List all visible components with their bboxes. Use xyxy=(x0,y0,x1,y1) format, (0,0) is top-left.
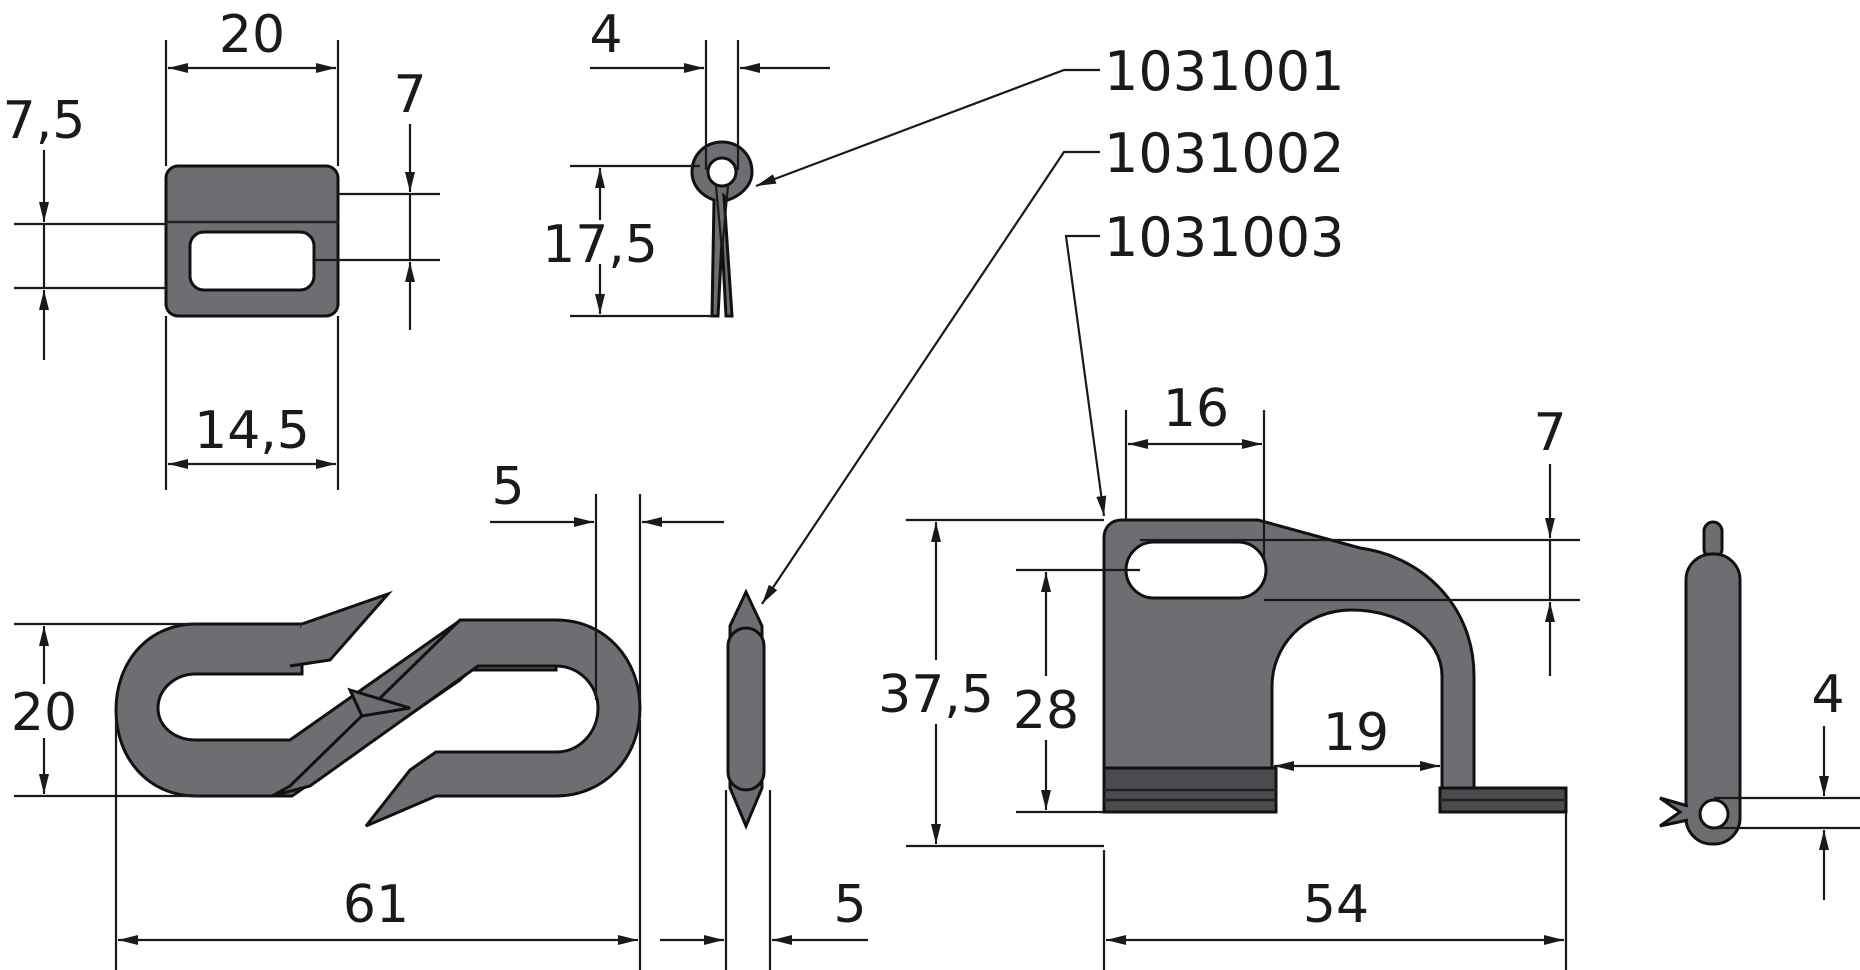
bracket-height-label: 37,5 xyxy=(878,665,994,725)
clip-height-label: 17,5 xyxy=(542,215,658,275)
pin-part xyxy=(726,588,766,830)
hook-height-label: 20 xyxy=(11,683,77,743)
side-pin-dimensions: 4 xyxy=(1714,665,1860,900)
loop-dimensions: 20 7,5 7 14,5 xyxy=(3,5,440,490)
loop-slot-label: 7 xyxy=(393,65,426,125)
bracket-dimensions: 16 7 37,5 28 19 54 xyxy=(878,379,1580,970)
loop-height-label: 7,5 xyxy=(3,91,86,151)
bracket-slot-height-label: 7 xyxy=(1533,403,1566,463)
hook-length-label: 61 xyxy=(343,875,409,935)
pin-width-label: 5 xyxy=(833,875,866,935)
bracket-slot-width-label: 16 xyxy=(1163,379,1229,439)
pin-dimensions: 5 xyxy=(660,790,868,970)
loop-width-label: 20 xyxy=(219,5,285,65)
hook-thickness-label: 5 xyxy=(491,457,524,517)
bracket-length-label: 54 xyxy=(1303,875,1369,935)
side-pin-dia-label: 4 xyxy=(1811,665,1844,725)
clip-width-label: 4 xyxy=(589,5,622,65)
bracket-opening-label: 19 xyxy=(1323,703,1389,763)
s-hook-dimensions: 5 20 61 xyxy=(11,457,724,970)
bracket-part xyxy=(1102,518,1568,814)
part-number-1: 1031001 xyxy=(1104,40,1345,103)
part-number-3: 1031003 xyxy=(1104,206,1345,269)
part-number-labels: 1031001 1031002 1031003 xyxy=(755,40,1345,605)
s-hook-part xyxy=(114,590,642,828)
clip-part xyxy=(690,140,754,318)
clip-dimensions: 4 17,5 xyxy=(542,5,830,318)
loop-part xyxy=(164,164,340,318)
part-number-2: 1031002 xyxy=(1104,122,1345,185)
loop-base-label: 14,5 xyxy=(194,401,310,461)
side-pin-part xyxy=(1659,520,1742,846)
bracket-inner-height-label: 28 xyxy=(1013,681,1079,741)
